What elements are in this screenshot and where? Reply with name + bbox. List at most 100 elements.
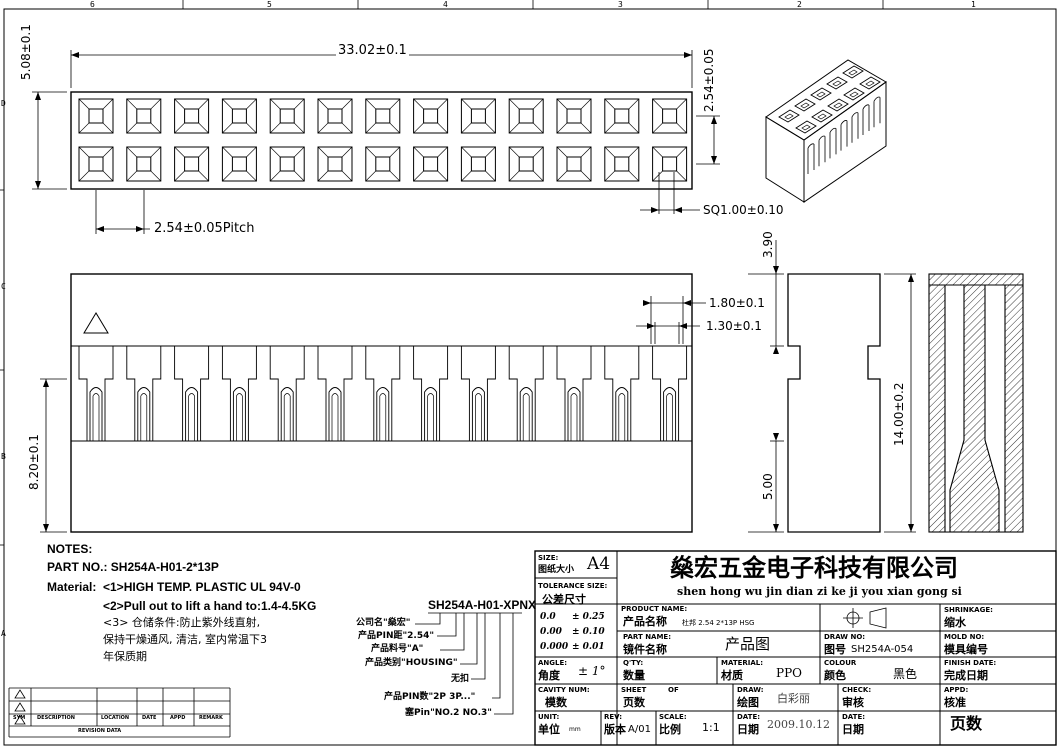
front-slot-wall [604, 346, 640, 441]
zone-label-top-5: 5 [267, 0, 272, 9]
dim-total-height: 14.00±0.2 [892, 382, 906, 446]
title-block-grid [534, 550, 1057, 746]
iso-slot [818, 135, 826, 167]
dim-slot-inner: 1.30±0.1 [706, 319, 762, 333]
tb-date2-cn: 日期 [842, 723, 864, 736]
front-slot-wall [556, 346, 592, 441]
cavity-outer [78, 146, 114, 182]
front-slot-contact [519, 387, 533, 441]
iso-cavity [826, 76, 848, 90]
front-slot-contact [376, 387, 390, 441]
cavity-inner [470, 156, 486, 172]
tb-draw-no-cn: 图号 [824, 643, 846, 656]
cavity-inner [518, 108, 534, 124]
code-title: SH254A-H01-XPNX [428, 598, 537, 612]
cavity-inner [614, 108, 630, 124]
front-slot-contact [471, 387, 485, 441]
revision-col-loc: LOCATION [101, 715, 130, 721]
front-slot-wall [78, 346, 114, 441]
section-view [928, 273, 1024, 533]
cavity-inner [279, 108, 295, 124]
cavity-outer [508, 98, 544, 134]
zone-label-top-1: 1 [971, 0, 976, 9]
projection-symbol [843, 607, 887, 629]
tb-tol-1-a: 0.0 [540, 612, 556, 622]
dim-square: SQ1.00±0.10 [703, 203, 784, 217]
revision-col-desc: DESCRIPTION [37, 715, 75, 721]
tb-tol-cn: 公差尺寸 [542, 593, 586, 606]
tb-size-cn: 图纸大小 [538, 565, 575, 575]
tb-cavity-en: CAVITY NUM: [538, 686, 590, 694]
front-slot-wall [365, 346, 401, 441]
iso-slot [862, 104, 870, 135]
tb-product-name-cn: 产品名称 [623, 615, 667, 628]
code-breakdown-leaders [415, 612, 522, 715]
tb-angle-cn: 角度 [538, 669, 560, 682]
iso-cavity-inner [784, 113, 794, 120]
cavity-outer [174, 146, 210, 182]
cavity-outer [460, 98, 496, 134]
front-slot-wall [508, 346, 544, 441]
tb-tol-1-b: ± 0.25 [572, 612, 605, 622]
code-category: 产品类别"HOUSING" [365, 658, 458, 668]
iso-cavity [859, 76, 881, 90]
cavity-outer [604, 146, 640, 182]
tb-company-pinyin: shen hong wu jin dian zi ke ji you xian … [677, 585, 962, 598]
tb-scale-val: 1:1 [702, 721, 720, 734]
tb-draw-no-en: DRAW NO: [824, 633, 866, 641]
tb-scale-cn: 比例 [659, 723, 681, 736]
revision-col-remark: REMARK [199, 715, 223, 721]
cavity-inner [375, 108, 391, 124]
tb-mold-no-en: MOLD NO: [944, 633, 985, 641]
iso-cavity [811, 109, 833, 123]
tb-appd-en: APPD: [944, 686, 969, 694]
tb-date2-en: DATE: [842, 713, 866, 721]
notes-material-label: Material: [47, 580, 97, 594]
tb-colour-val: 黑色 [893, 667, 918, 681]
iso-cavity [827, 98, 849, 112]
tb-size-val: A4 [587, 554, 611, 574]
code-company-name: 公司名"燊宏" [356, 618, 411, 628]
cavity-outer [221, 146, 257, 182]
cavity-outer [460, 146, 496, 182]
zone-label-side-c: C [1, 282, 6, 291]
revision-col-appd: APPD [170, 715, 186, 721]
code-pin-no: 塞Pin"NO.2 NO.3" [405, 708, 492, 718]
tb-shrinkage-en: SHRINKAGE: [944, 606, 993, 614]
isometric-view [765, 59, 887, 203]
cavity-outer [365, 98, 401, 134]
notes-material-1: <1>HIGH TEMP. PLASTIC UL 94V-0 [103, 580, 301, 594]
front-view [40, 273, 706, 533]
front-slot-wall [269, 346, 305, 441]
revision-col-date: DATE [142, 715, 157, 721]
cavity-inner [375, 156, 391, 172]
iso-cavity [778, 109, 800, 123]
top-view-outline [70, 91, 693, 190]
front-slot-contact-inner [140, 393, 148, 441]
zone-label-side-b: B [1, 452, 6, 461]
cavity-outer [413, 98, 449, 134]
cavity-inner [518, 156, 534, 172]
code-no-lock: 无扣 [451, 674, 470, 684]
side-view [748, 240, 916, 533]
front-slot-contact-inner [188, 393, 195, 441]
cavity-outer [221, 98, 257, 134]
iso-cavity-inner [801, 124, 811, 131]
tb-appd-cn: 核准 [944, 696, 966, 709]
cavity-inner [279, 156, 295, 172]
cavity-outer [126, 146, 162, 182]
front-slot-contact-inner [475, 393, 482, 441]
cavity-inner [423, 156, 439, 172]
isometric-cavities [778, 65, 881, 134]
dim-slot-outer: 1.80±0.1 [709, 296, 765, 310]
tb-date-val: 2009.10.12 [767, 718, 830, 731]
cavity-inner [136, 156, 152, 172]
tb-check-cn: 审核 [842, 696, 864, 709]
notes-material-2: <2>Pull out to lift a hand to:1.4-4.5KG [103, 599, 317, 613]
iso-slot [840, 120, 848, 151]
front-slot-contact-inner [379, 393, 387, 441]
tb-sheet-of: OF [668, 686, 679, 694]
dim-width: 5.08±0.1 [19, 24, 33, 80]
front-slot-contact [280, 387, 294, 441]
front-slot-contact-inner [522, 393, 530, 441]
